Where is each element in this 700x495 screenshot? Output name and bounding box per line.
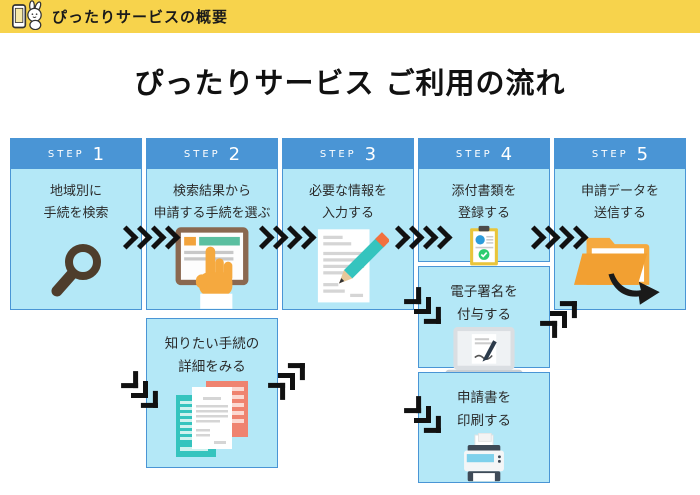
step-label: STEP [319,148,357,160]
flow-arrow-right-step1-step2 [114,225,181,250]
page-title: ぴったりサービス ご利用の流れ [134,66,566,100]
step-2-text: 検索結果から申請する手続を選ぶ [153,184,271,222]
step-3-box: STEP 3 必要な情報を入力する [282,138,414,310]
flow-arrow-right-step3-step4 [386,225,453,250]
topbar: ぴったりサービスの概要 [0,0,700,33]
flow-arrow-right-step4-step5 [522,225,589,250]
printer-icon [455,432,513,486]
documents-stack-icon [162,379,262,467]
step-2-box: STEP 2 検索結果から申請する手続を選ぶ [146,138,278,310]
step-5-header: STEP 5 [555,139,685,169]
step-number: 4 [500,143,513,165]
step-label: STEP [183,148,221,160]
step-5-box: STEP 5 申請データを送信する [554,138,686,310]
flow-arrow-right-step2-step3 [250,225,317,250]
step-number: 1 [92,143,105,165]
print-application-box: 申請書を印刷する [418,372,550,483]
step-label: STEP [591,148,629,160]
step-4-box: STEP 4 添付書類を登録する [418,138,550,266]
topbar-title: ぴったりサービスの概要 [52,8,229,26]
print-application-text: 申請書を印刷する [457,390,511,429]
step-number: 5 [636,143,649,165]
step-5-text: 申請データを送信する [580,184,659,222]
step-label: STEP [47,148,85,160]
tablet-touch-icon [167,225,257,311]
folder-send-icon [574,225,666,305]
magnifier-icon [44,239,108,303]
step-number: 3 [364,143,377,165]
step-1-box: STEP 1 地域別に手続を検索 [10,138,142,310]
step-label: STEP [455,148,493,160]
clipboard-person-check-icon [467,225,501,267]
step-4-header: STEP 4 [419,139,549,169]
step-1-header: STEP 1 [11,139,141,169]
procedure-detail-box: 知りたい手続の詳細をみる [146,318,278,468]
document-pencil-icon [307,225,389,311]
rabbit-with-smartphone-mascot-icon [10,0,44,34]
step-2-header: STEP 2 [147,139,277,169]
step-3-header: STEP 3 [283,139,413,169]
step-number: 2 [228,143,241,165]
step-4-text: 添付書類を登録する [451,184,517,222]
step-3-text: 必要な情報を入力する [308,184,387,222]
procedure-detail-text: 知りたい手続の詳細をみる [164,336,260,375]
step-1-text: 地域別に手続を検索 [43,184,109,222]
e-signature-text: 電子署名を付与する [450,284,518,323]
